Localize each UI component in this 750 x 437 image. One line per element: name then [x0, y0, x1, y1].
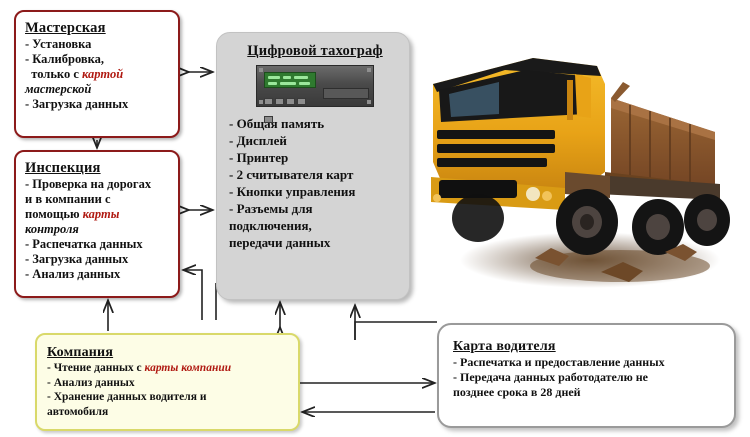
- box-tachograph-list: - Общая память - Дисплей - Принтер - 2 с…: [229, 115, 401, 251]
- box-inspection-list: - Проверка на дорогах и в компании с пом…: [25, 177, 172, 282]
- list-item: передачи данных: [229, 235, 331, 250]
- box-company-title: Компания: [47, 345, 114, 360]
- list-item: - Принтер: [229, 150, 289, 165]
- list-item: - Дисплей: [229, 133, 287, 148]
- list-item: - Общая память: [229, 116, 325, 131]
- accent-text: карты компании: [144, 362, 232, 374]
- list-item: позднее срока в 28 дней: [453, 385, 581, 399]
- list-item: - Чтение данных с карты компании: [47, 361, 292, 376]
- list-item: - Калибровка,: [25, 52, 105, 66]
- box-company: Компания - Чтение данных с карты компани…: [35, 333, 300, 431]
- list-item: - Загрузка данных: [25, 97, 129, 111]
- digital-tachograph-device-icon: [256, 65, 374, 123]
- list-item: - Разъемы для: [229, 201, 313, 216]
- list-item: - Хранение данных водителя и: [47, 391, 207, 403]
- box-workshop: Мастерская - Установка - Калибровка, тол…: [14, 10, 180, 138]
- list-item: - Установка: [25, 37, 92, 51]
- accent-text: мастерской: [25, 82, 92, 96]
- box-digital-tachograph: Цифровой тахограф - Общая память - Диспл…: [216, 32, 410, 300]
- route-drivercard-elbow: [354, 321, 437, 340]
- list-item-text: помощью: [25, 207, 83, 221]
- list-item: - Распечатка и предоставление данных: [453, 355, 665, 369]
- list-item: - Распечатка данных: [25, 237, 143, 251]
- list-item: - Проверка на дорогах: [25, 177, 152, 191]
- box-tachograph-title: Цифровой тахограф: [247, 43, 383, 59]
- list-item-text: - Чтение данных с: [47, 362, 145, 374]
- box-workshop-list: - Установка - Калибровка, только с карто…: [25, 37, 172, 112]
- box-driver-card-title: Карта водителя: [453, 339, 556, 354]
- list-item: - Анализ данных: [47, 376, 135, 389]
- box-inspection: Инспекция - Проверка на дорогах и в комп…: [14, 150, 180, 298]
- accent-text: картой: [82, 67, 124, 81]
- list-item: только с картой: [25, 67, 172, 82]
- list-item: - Кнопки управления: [229, 184, 356, 199]
- arrow-tacho-to-inspection: [184, 270, 203, 320]
- list-item-text: только с: [25, 67, 83, 81]
- list-item: - Загрузка данных: [25, 252, 129, 266]
- list-item: - Передача данных работодателю не: [453, 370, 648, 384]
- accent-text: контроля: [25, 222, 79, 236]
- box-driver-card: Карта водителя - Распечатка и предоставл…: [437, 323, 736, 428]
- tachograph-display-icon: [264, 72, 316, 88]
- tachograph-buttons-icon: [264, 92, 318, 123]
- list-item: автомобиля: [47, 405, 109, 418]
- list-item: подключения,: [229, 218, 312, 233]
- list-item: помощью карты: [25, 207, 172, 222]
- tachograph-card-slot-icon: [323, 88, 369, 99]
- accent-text: карты: [82, 207, 120, 221]
- list-item: - 2 считывателя карт: [229, 167, 354, 182]
- box-workshop-title: Мастерская: [25, 20, 106, 36]
- truck-photo: [415, 22, 745, 307]
- box-company-list: - Чтение данных с карты компании - Анали…: [47, 361, 292, 419]
- list-item: и в компании с: [25, 192, 111, 206]
- box-driver-card-list: - Распечатка и предоставление данных - П…: [453, 355, 726, 400]
- list-item: - Анализ данных: [25, 267, 121, 281]
- box-inspection-title: Инспекция: [25, 160, 101, 176]
